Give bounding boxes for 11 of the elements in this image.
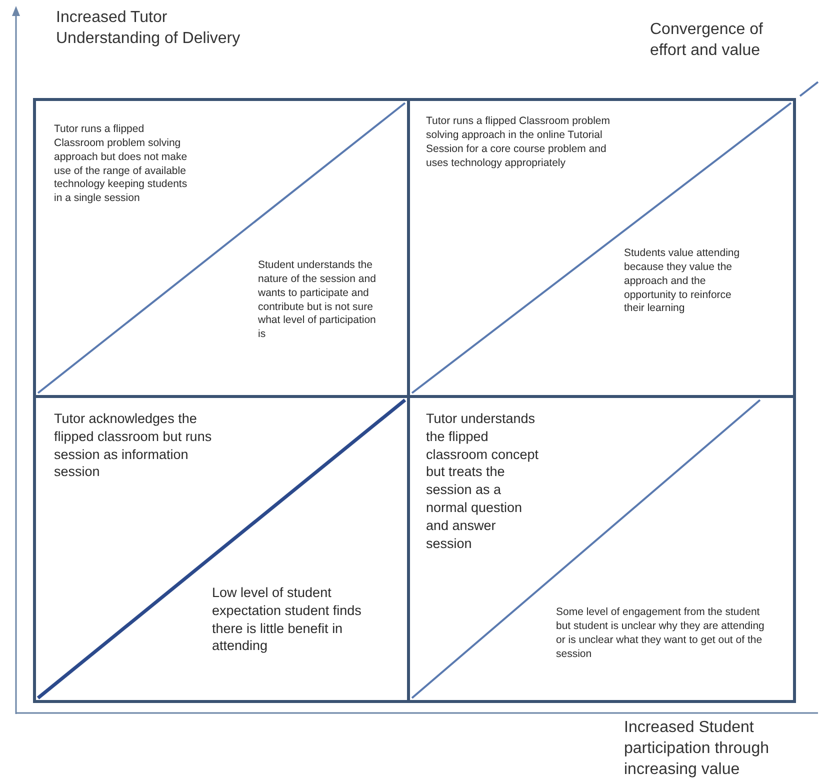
axis-label: Increased Tutor Understanding of Delivery [56, 8, 242, 49]
quadrant-text: Tutor acknowledges the flipped classroom but runs session as information session [54, 410, 213, 482]
quadrant-text: Tutor runs a flipped Classroom problem solving approach in the online Tutorial Session for a core course problem and uses technology appropriately [426, 115, 612, 170]
quadrant-text: Students value attending because they value the approach and the opportunity to reinforce their learning [624, 247, 741, 316]
quadrant-text: Low level of student expectation student finds there is little benefit in attending [212, 584, 362, 656]
quadrant-text: Student understands the nature of the session and wants to participate and contribute but is not sure what level of participation is [258, 259, 377, 342]
axis-label: Increased Student participation through increasing value [624, 718, 770, 780]
quadrant-text: Some level of engagement from the student but student is unclear why they are attending or is unclear what they want to get out of the session [556, 606, 766, 662]
quadrant-text: Tutor understands the flipped classroom concept but treats the session as a normal question and answer session [426, 410, 540, 552]
quadrant-text: Tutor runs a flipped Classroom problem solving approach but does not make use of the range of available technology keeping students in a single session [54, 123, 188, 206]
axis-label: Convergence of effort and value [650, 20, 764, 61]
